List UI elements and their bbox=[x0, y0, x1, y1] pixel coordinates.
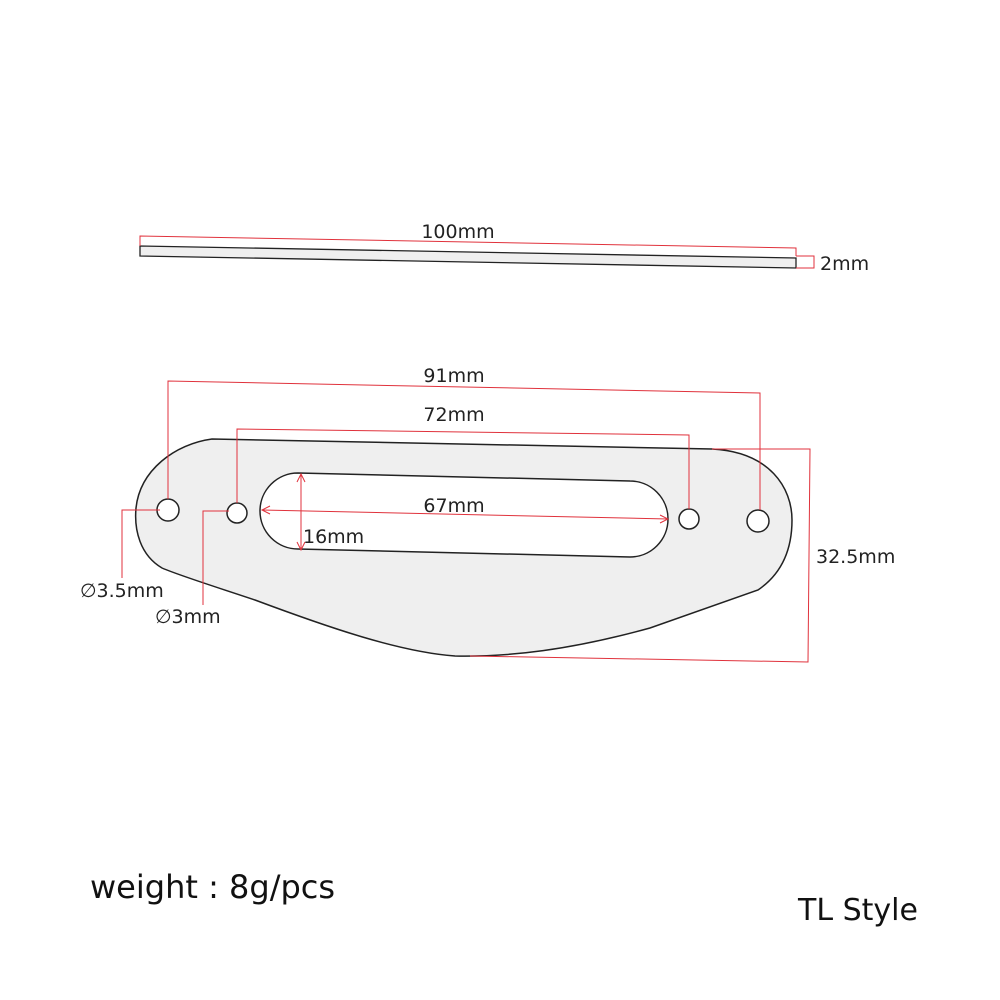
arrow-slot-width-bottom bbox=[296, 541, 306, 552]
label-inner-hole-spacing: 72mm bbox=[423, 404, 484, 426]
leader-outer-hole-diameter bbox=[121, 509, 160, 578]
side-view: 100mm 2mm bbox=[139, 221, 869, 275]
label-outer-hole-diameter: ∅3.5mm bbox=[80, 580, 164, 602]
mount-hole-outer-right bbox=[746, 509, 770, 533]
mount-hole-outer-left bbox=[156, 498, 180, 522]
style-text: TL Style bbox=[798, 893, 918, 928]
label-slot-width: 16mm bbox=[303, 526, 364, 548]
label-height: 32.5mm bbox=[816, 546, 895, 568]
plate-side-profile bbox=[139, 245, 797, 269]
dimension-line-length bbox=[139, 235, 797, 256]
dimension-line-height bbox=[469, 448, 811, 663]
dimension-line-outer-spacing bbox=[167, 380, 761, 510]
pickup-slot bbox=[259, 472, 669, 558]
dimension-line-thickness bbox=[796, 255, 815, 269]
mount-hole-inner-left bbox=[226, 502, 248, 524]
dimension-lines bbox=[121, 380, 811, 663]
label-outer-hole-spacing: 91mm bbox=[423, 365, 484, 387]
arrow-slot-length-right bbox=[659, 514, 670, 524]
mount-hole-inner-right bbox=[678, 508, 700, 530]
weight-text: weight : 8g/pcs bbox=[90, 868, 336, 906]
dimension-line-inner-spacing bbox=[236, 428, 690, 509]
label-thickness: 2mm bbox=[820, 253, 869, 275]
label-slot-length: 67mm bbox=[423, 495, 484, 517]
arrow-slot-length-left bbox=[260, 505, 271, 515]
leader-inner-hole-diameter bbox=[202, 510, 229, 605]
top-view bbox=[134, 438, 793, 657]
dimension-line-slot-length bbox=[261, 509, 669, 520]
arrow-slot-width-top bbox=[296, 472, 306, 483]
label-inner-hole-diameter: ∅3mm bbox=[155, 606, 221, 628]
label-length: 100mm bbox=[421, 221, 494, 243]
